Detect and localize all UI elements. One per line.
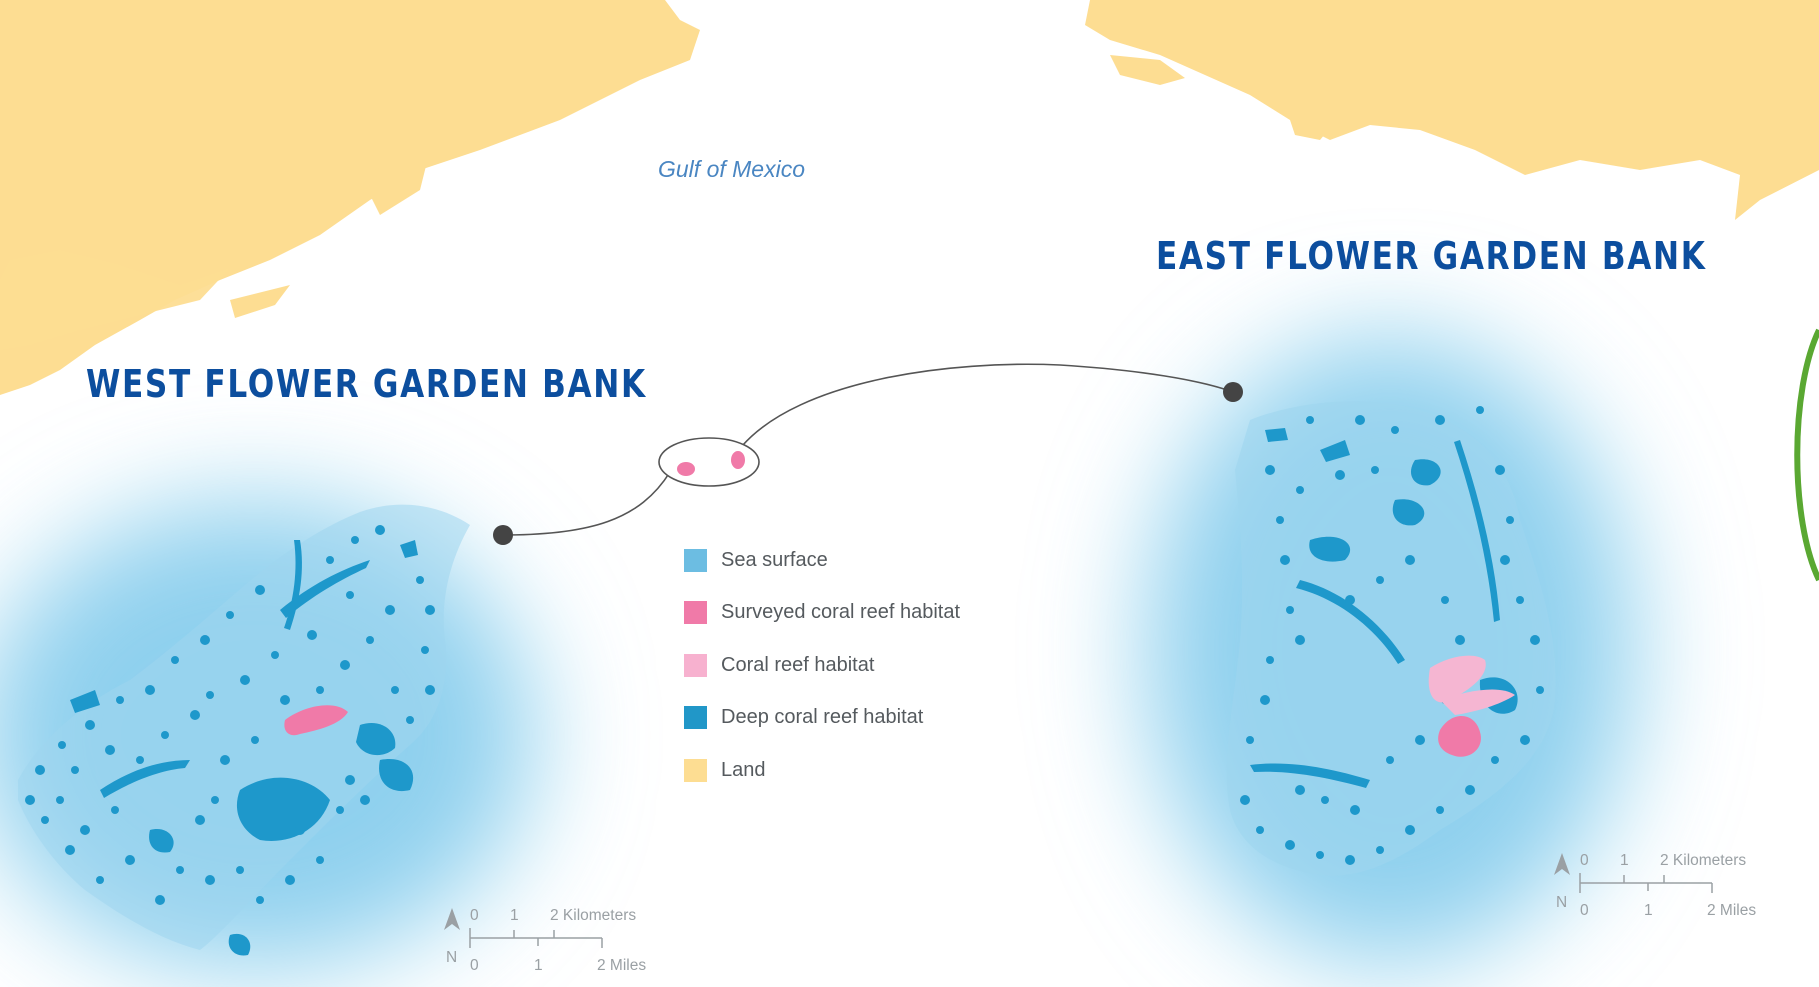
legend-label: Deep coral reef habitat xyxy=(721,706,924,729)
north-arrow-icon xyxy=(1554,853,1570,875)
legend-item-surveyed-reef: Surveyed coral reef habitat xyxy=(684,587,960,640)
west-bank-title: WEST FLOWER GARDEN BANK xyxy=(86,362,647,406)
km-tick-2: 2 Kilometers xyxy=(550,907,637,924)
legend: Sea surface Surveyed coral reef habitat … xyxy=(684,534,960,797)
scale-bar-lines xyxy=(1554,853,1713,893)
gulf-label: Gulf of Mexico xyxy=(658,156,805,182)
km-tick-0: 0 xyxy=(470,907,479,924)
legend-label: Land xyxy=(721,758,766,781)
legend-label: Surveyed coral reef habitat xyxy=(721,601,961,624)
km-tick-1: 1 xyxy=(1620,852,1629,869)
legend-label: Sea surface xyxy=(721,548,828,571)
mi-tick-2: 2 Miles xyxy=(597,957,647,974)
east-connector-dot xyxy=(1223,382,1243,402)
north-arrow-icon xyxy=(444,908,460,930)
west-scale-bar: N 0 1 2 Kilometers 0 1 2 Miles xyxy=(442,908,662,978)
legend-swatch-deep-reef xyxy=(684,706,707,730)
scale-bar-lines xyxy=(444,908,603,948)
ring-accent xyxy=(1794,328,1819,582)
inset-west-marker xyxy=(677,462,695,476)
mi-tick-2: 2 Miles xyxy=(1707,902,1757,919)
legend-item-coral-reef: Coral reef habitat xyxy=(684,639,960,692)
legend-item-sea-surface: Sea surface xyxy=(684,534,960,587)
east-scale-bar: N 0 1 2 Kilometers 0 1 2 Miles xyxy=(1552,853,1772,923)
east-bank-title: EAST FLOWER GARDEN BANK xyxy=(1156,234,1707,278)
mi-tick-1: 1 xyxy=(534,957,543,974)
mi-tick-1: 1 xyxy=(1644,902,1653,919)
legend-label: Coral reef habitat xyxy=(721,653,875,676)
legend-swatch-coral-reef xyxy=(684,653,707,677)
mi-tick-0: 0 xyxy=(470,957,479,974)
land-east xyxy=(1085,0,1819,220)
north-label: N xyxy=(1556,894,1568,911)
legend-swatch-surveyed-reef xyxy=(684,601,707,625)
mi-tick-0: 0 xyxy=(1580,902,1589,919)
km-tick-0: 0 xyxy=(1580,852,1589,869)
km-tick-2: 2 Kilometers xyxy=(1660,852,1747,869)
east-deep-reef xyxy=(1226,401,1556,876)
km-tick-1: 1 xyxy=(510,907,519,924)
west-connector-dot xyxy=(493,525,513,545)
connector-lines xyxy=(502,363,1234,536)
legend-item-land: Land xyxy=(684,744,960,797)
legend-swatch-sea-surface xyxy=(684,548,707,572)
inset-east-marker xyxy=(731,451,745,469)
west-deep-reef xyxy=(18,504,470,956)
legend-swatch-land xyxy=(684,758,707,782)
land-west xyxy=(0,0,700,395)
north-label: N xyxy=(446,949,458,966)
legend-item-deep-reef: Deep coral reef habitat xyxy=(684,692,960,745)
